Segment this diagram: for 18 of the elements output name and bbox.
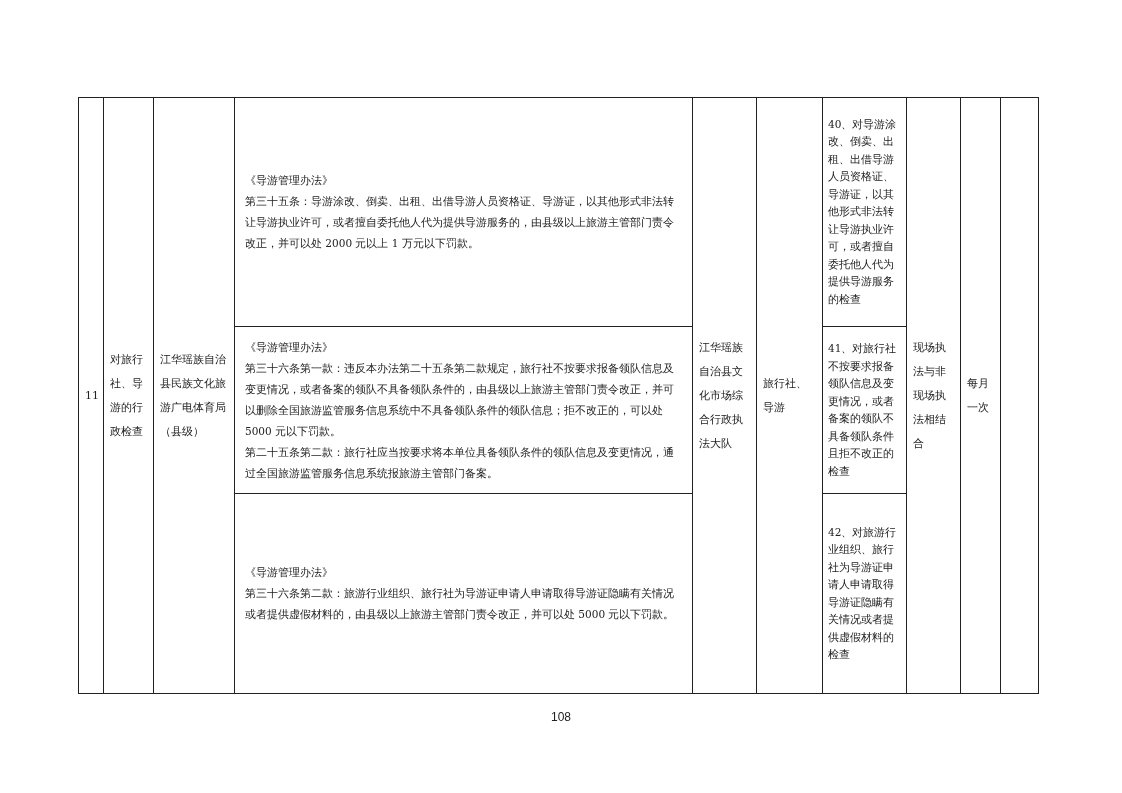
target-text: 旅行社、导游 xyxy=(763,375,808,416)
legal-basis-text: 第三十五条：导游涂改、倒卖、出租、出借导游人员资格证、导游证，以其他形式非法转让导游执业许可，或者擅自委托他人代为提供导游服务的，由县级以上旅游主管部门责令改正，并可以处 2000 元以上 1 万元以下罚款。 xyxy=(245,194,675,251)
legal-basis-text: 《导游管理办法》 xyxy=(245,339,334,355)
inspection-item-text: 42、对旅游行业组织、旅行社为导游证申请人申请取得导游证隐瞒有关情况或者提供虚假材料的检查 xyxy=(828,524,898,662)
legal-basis-text: 第二十五条第二款：旅行社应当按要求将本单位具备领队条件的领队信息及变更情况，通过全国旅游监管服务信息系统报旅游主管部门备案。 xyxy=(245,444,675,481)
frequency-text: 每月一次 xyxy=(967,375,990,416)
agency-text: 江华瑶族自治县文化市场综合行政执法大队 xyxy=(699,339,744,452)
inspection-item-text: 41、对旅行社不按要求报备领队信息及变更情况，或者备案的领队不具备领队条件且拒不改正的检查 xyxy=(828,341,898,479)
item-text: 对旅行社、导游的行政检查 xyxy=(110,351,144,440)
page-number: 108 xyxy=(551,710,571,724)
legal-basis-text: 《导游管理办法》 xyxy=(245,565,334,580)
inspection-item-text: 40、对导游涂改、倒卖、出租、出借导游人员资格证、导游证，以其他形式非法转让导游执业许可，或者擅自委托他人代为提供导游服务的检查 xyxy=(828,116,898,307)
legal-basis-text: 第三十六条第二款：旅游行业组织、旅行社为导游证申请人申请取得导游证隐瞒有关情况或者提供虚假材料的，由县级以上旅游主管部门责令改正，并可以处 5000 元以下罚款。 xyxy=(245,586,676,622)
method-text: 现场执法与非现场执法相结合 xyxy=(913,339,947,452)
department-text: 江华瑶族自治县民族文化旅游广电体育局（县级） xyxy=(160,351,227,440)
row-number: 11 xyxy=(85,387,97,404)
legal-basis-text: 第三十六条第一款：违反本办法第二十五条第二款规定，旅行社不按要求报备领队信息及变更情况，或者备案的领队不具备领队条件的，由县级以上旅游主管部门责令改正，并可以删除全国旅游监管服务信息系统中不具备领队条件的领队信息；拒不改正的，可以处 5000 元以下罚款。 xyxy=(245,360,675,439)
legal-basis-text: 《导游管理办法》 xyxy=(245,173,334,188)
